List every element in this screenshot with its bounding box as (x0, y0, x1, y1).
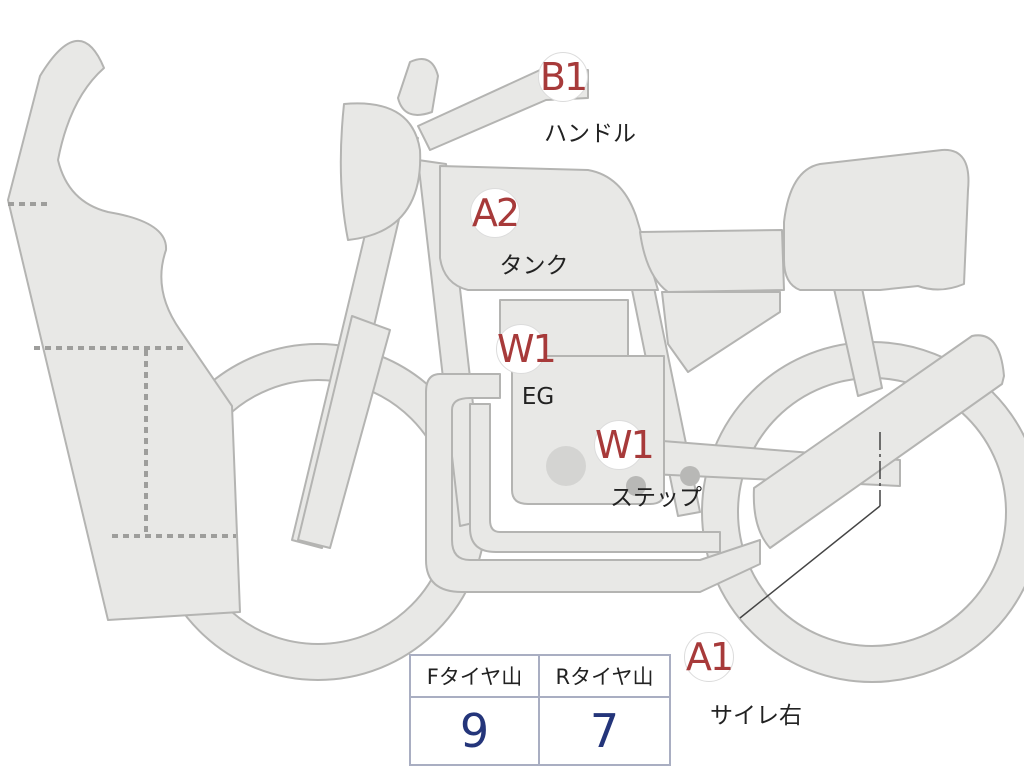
front-tire-value: 9 (411, 698, 540, 764)
seat-rear (783, 148, 970, 291)
front-tire-header: Fタイヤ山 (411, 656, 540, 698)
mirror (397, 58, 439, 116)
front-fairing (7, 39, 241, 621)
rear-tire-value: 7 (589, 704, 620, 758)
step-label: ステップ (610, 485, 702, 511)
footpeg-right (680, 466, 700, 486)
rear-tire-header: Rタイヤ山 (540, 656, 669, 698)
tire-tread-table: Fタイヤ山 Rタイヤ山 9 7 (409, 654, 671, 766)
seat-front (639, 229, 785, 293)
muffler-label: サイレ右 (710, 703, 802, 729)
footpeg-left (626, 476, 646, 496)
engine-label: EG (521, 384, 555, 410)
engine-badge: W1 (496, 324, 557, 374)
muffler-badge: A1 (684, 632, 734, 682)
tank-badge: A2 (470, 188, 520, 238)
fork-lower (297, 315, 391, 549)
step-badge: W1 (594, 420, 655, 470)
handlebar-badge: B1 (538, 52, 588, 102)
tank-label: タンク (499, 253, 569, 279)
handlebar-label: ハンドル (544, 121, 636, 147)
side-panel (661, 291, 781, 373)
muffler-leader-diagonal (739, 505, 881, 619)
headlight (339, 102, 422, 241)
exhaust-pipe-lower (469, 403, 721, 553)
engine-cover (546, 446, 586, 486)
exhaust-pipe-upper (425, 373, 761, 593)
muffler (752, 334, 1005, 549)
